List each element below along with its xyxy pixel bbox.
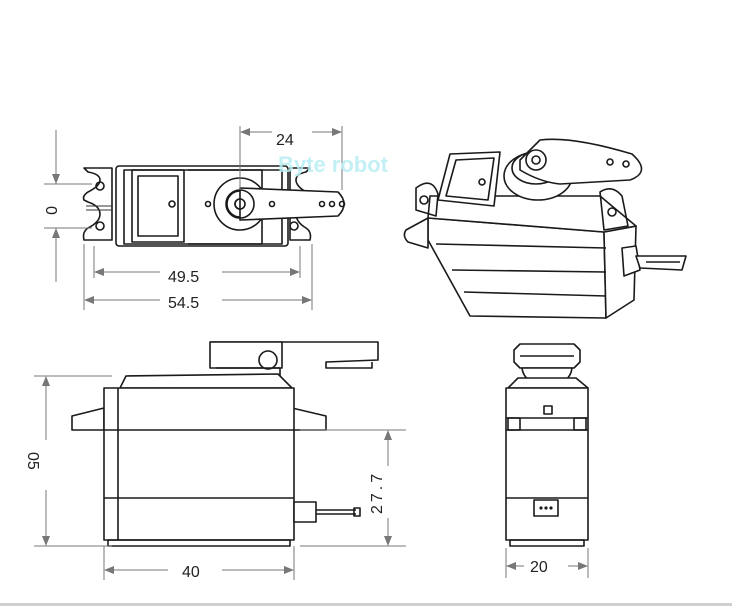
dim-top-arm-width: 24 xyxy=(276,132,294,149)
dim-top-height: 0 xyxy=(42,206,59,215)
side-view-dimensions xyxy=(505,548,589,578)
watermark-text: Byte robot xyxy=(278,152,389,177)
dim-top-outer-length: 54.5 xyxy=(168,295,199,312)
front-view-dimensions xyxy=(34,375,406,580)
dim-top-inner-length: 49.5 xyxy=(168,269,199,286)
bottom-rule xyxy=(0,603,732,606)
dim-front-width: 40 xyxy=(182,564,200,581)
side-view xyxy=(505,343,589,547)
front-view xyxy=(71,341,379,547)
dim-side-width: 20 xyxy=(530,559,548,576)
isometric-view xyxy=(403,138,687,319)
top-view-dimensions xyxy=(44,126,343,310)
dim-front-height: 05 xyxy=(24,452,41,470)
top-view xyxy=(82,165,346,247)
dim-front-wire-height: 27.7 xyxy=(369,471,386,514)
